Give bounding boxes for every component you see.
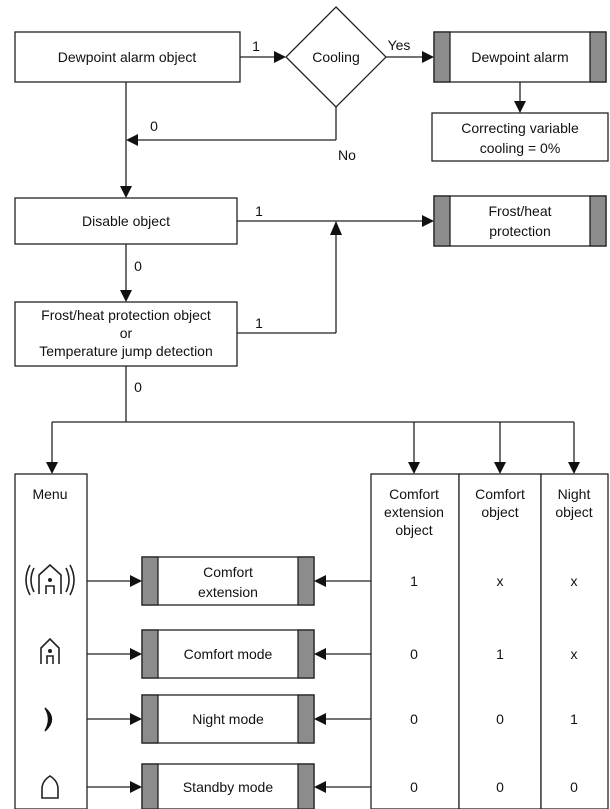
col-header-comfort-line1: Comfort: [475, 486, 525, 502]
night-icon: [44, 707, 53, 732]
row-night-mode: Night mode 0 0 1: [44, 694, 578, 744]
col-header-night-line1: Night: [558, 486, 591, 502]
edge-label-1-disable: 1: [255, 203, 263, 219]
edge-label-1-cooling: 1: [252, 38, 260, 54]
comfort-object-column: Comfort object: [458, 473, 542, 809]
correcting-variable-line2: cooling = 0%: [480, 140, 561, 156]
edge-label-1-frost: 1: [255, 315, 263, 331]
comfort-extension-mode-line2: extension: [198, 584, 258, 600]
correcting-variable-node: Correcting variable cooling = 0%: [431, 112, 609, 162]
disable-object-node: Disable object: [14, 197, 238, 245]
row-comfort-mode: Comfort mode 0 1 x: [40, 629, 578, 679]
comfort-mode-label: Comfort mode: [184, 646, 273, 662]
frost-heat-protection-line2: protection: [489, 223, 550, 239]
dewpoint-alarm-object-label: Dewpoint alarm object: [58, 49, 197, 65]
row2-night-value: x: [571, 646, 578, 662]
comfort-icon: [40, 637, 60, 664]
frost-heat-protection-node: Frost/heat protection: [433, 195, 607, 247]
edge-label-0-frost: 0: [134, 379, 142, 395]
menu-header: Menu: [32, 486, 67, 502]
correcting-variable-line1: Correcting variable: [461, 120, 579, 136]
row3-comfort-value: 0: [496, 711, 504, 727]
menu-column: Menu: [14, 473, 88, 809]
frost-heat-protection-line1: Frost/heat: [488, 203, 551, 219]
frost-heat-object-line3: Temperature jump detection: [39, 343, 213, 359]
cooling-label: Cooling: [312, 49, 359, 65]
frost-heat-object-line1: Frost/heat protection object: [41, 307, 211, 323]
row3-night-value: 1: [570, 711, 578, 727]
row4-comfort-value: 0: [496, 779, 504, 795]
comfort-mode-box: Comfort mode: [141, 629, 315, 679]
disable-object-label: Disable object: [82, 213, 170, 229]
standby-mode-box: Standby mode: [141, 763, 315, 809]
row2-comfort-ext-value: 0: [410, 646, 418, 662]
row4-night-value: 0: [570, 779, 578, 795]
night-mode-label: Night mode: [192, 711, 264, 727]
row-standby-mode: Standby mode 0 0 0: [41, 763, 578, 809]
edge-label-yes: Yes: [388, 37, 411, 53]
row1-night-value: x: [571, 573, 578, 589]
row4-comfort-ext-value: 0: [410, 779, 418, 795]
night-object-column: Night object: [540, 473, 609, 809]
standby-icon: [41, 775, 59, 799]
edge-label-0-no: 0: [150, 118, 158, 134]
dewpoint-alarm-label: Dewpoint alarm: [471, 49, 568, 65]
col-header-comfort-ext-line3: object: [395, 522, 432, 538]
col-header-comfort-ext-line2: extension: [384, 504, 444, 520]
comfort-extension-mode-box: Comfort extension: [141, 556, 315, 606]
row1-comfort-value: x: [497, 573, 504, 589]
row2-comfort-value: 1: [496, 646, 504, 662]
row3-comfort-ext-value: 0: [410, 711, 418, 727]
night-mode-box: Night mode: [141, 694, 315, 744]
row-comfort-extension: Comfort extension 1 x x: [25, 556, 578, 606]
col-header-comfort-ext-line1: Comfort: [389, 486, 439, 502]
standby-mode-label: Standby mode: [183, 779, 273, 795]
dewpoint-alarm-object-node: Dewpoint alarm object: [14, 31, 241, 83]
edge-label-0-disable: 0: [134, 258, 142, 274]
comfort-extension-icon: [25, 563, 75, 596]
col-header-night-line2: object: [555, 504, 592, 520]
cooling-decision-node: Cooling: [285, 6, 387, 108]
frost-heat-object-line2: or: [120, 325, 133, 341]
comfort-extension-column: Comfort extension object: [370, 473, 460, 809]
frost-heat-object-node: Frost/heat protection object or Temperat…: [14, 301, 238, 367]
edge-label-no: No: [338, 147, 356, 163]
comfort-extension-mode-line1: Comfort: [203, 564, 253, 580]
dewpoint-alarm-node: Dewpoint alarm: [433, 31, 607, 83]
row1-comfort-ext-value: 1: [410, 573, 418, 589]
col-header-comfort-line2: object: [481, 504, 518, 520]
